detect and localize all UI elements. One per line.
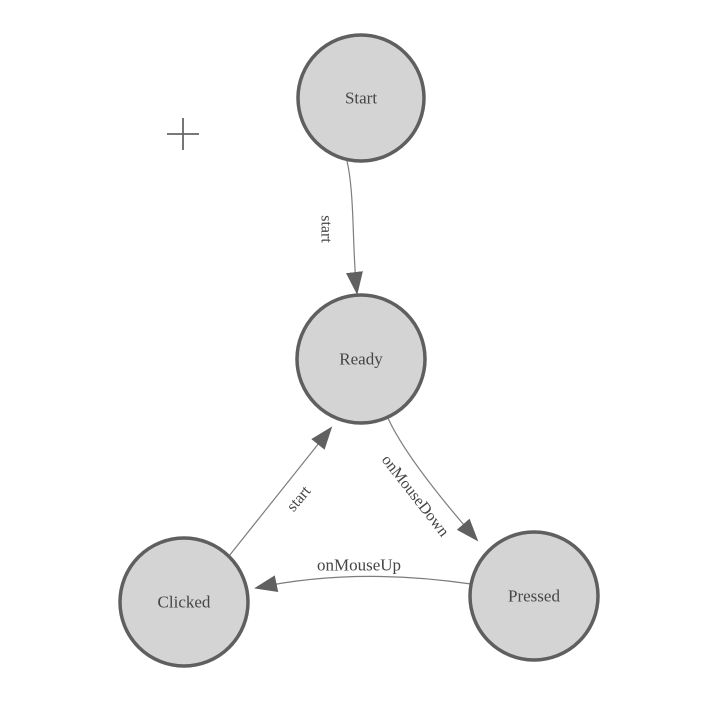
transition-clicked-to-ready[interactable]: start: [228, 426, 333, 557]
state-circle[interactable]: [295, 293, 427, 425]
transition-pressed-to-clicked[interactable]: onMouseUp: [254, 556, 472, 592]
transition-path[interactable]: [254, 575, 472, 592]
transition-label: onMouseUp: [317, 556, 401, 575]
state-circle[interactable]: [296, 33, 426, 163]
transition-label: start: [318, 215, 335, 243]
transition-label: start: [284, 483, 315, 515]
transition-path[interactable]: [228, 426, 333, 557]
state-label: Clicked: [158, 593, 211, 612]
transition-path[interactable]: [346, 160, 363, 295]
state-circle[interactable]: [468, 530, 600, 662]
transition-path[interactable]: [386, 415, 479, 542]
transition-start-to-ready[interactable]: start: [318, 160, 363, 295]
state-label: Ready: [339, 350, 383, 369]
state-node-start[interactable]: Start: [296, 33, 426, 163]
state-circle[interactable]: [118, 536, 250, 668]
state-node-pressed[interactable]: Pressed: [468, 530, 600, 662]
transition-ready-to-pressed[interactable]: onMouseDown: [378, 415, 479, 542]
transition-label: onMouseDown: [378, 452, 452, 540]
state-label: Pressed: [508, 587, 560, 606]
state-label: Start: [345, 89, 377, 108]
state-node-clicked[interactable]: Clicked: [118, 536, 250, 668]
crosshair-icon: [167, 118, 199, 150]
state-node-ready[interactable]: Ready: [295, 293, 427, 425]
